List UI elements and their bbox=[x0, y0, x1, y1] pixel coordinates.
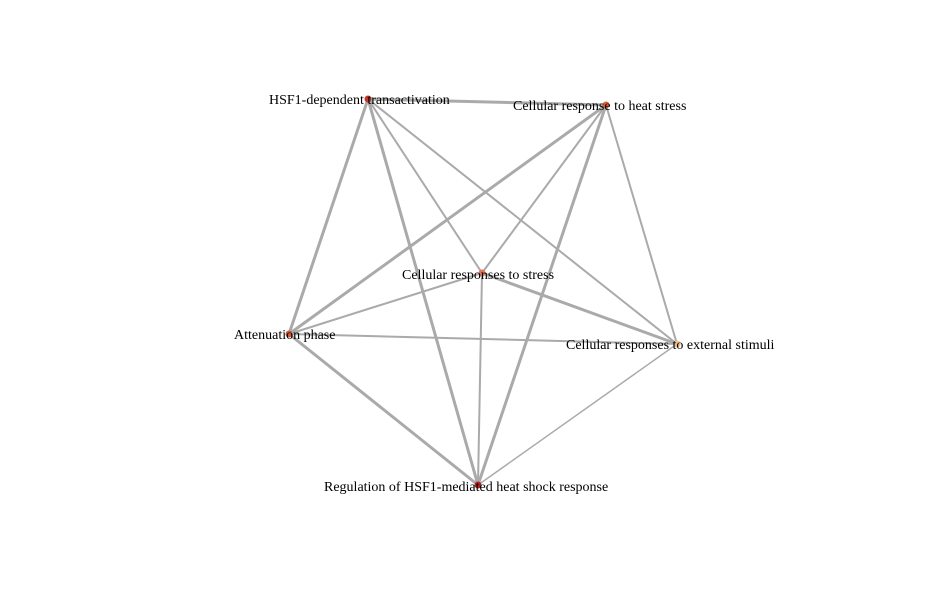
node-ext[interactable]: Cellular responses to external stimuli bbox=[566, 338, 775, 353]
node-dot-hsf1 bbox=[364, 95, 372, 103]
edge-heat-atten bbox=[287, 103, 608, 336]
node-dot-ext bbox=[673, 340, 681, 348]
node-label-stress: Cellular responses to stress bbox=[402, 268, 554, 283]
node-dot-heat bbox=[602, 101, 610, 109]
edge-atten-reg bbox=[287, 332, 480, 487]
node-dot-reg bbox=[474, 481, 482, 489]
edge-ext-reg bbox=[477, 343, 678, 486]
node-label-atten: Attenuation phase bbox=[234, 328, 335, 343]
edge-atten-ext bbox=[288, 333, 678, 345]
node-atten[interactable]: Attenuation phase bbox=[234, 328, 335, 343]
node-stress[interactable]: Cellular responses to stress bbox=[402, 268, 554, 283]
edge-hsf1-atten bbox=[287, 97, 370, 336]
node-label-ext: Cellular responses to external stimuli bbox=[566, 338, 775, 353]
edge-hsf1-stress bbox=[367, 98, 483, 274]
edge-hsf1-heat bbox=[366, 97, 608, 107]
edge-heat-stress bbox=[481, 104, 607, 274]
node-heat[interactable]: Cellular response to heat stress bbox=[513, 99, 686, 114]
edge-hsf1-ext bbox=[367, 98, 678, 345]
edges-layer bbox=[287, 97, 679, 487]
node-dot-atten bbox=[285, 330, 293, 338]
edge-stress-atten bbox=[288, 272, 483, 335]
edge-stress-reg bbox=[477, 272, 483, 486]
edge-stress-ext bbox=[480, 271, 679, 346]
node-dot-stress bbox=[478, 269, 486, 277]
node-reg[interactable]: Regulation of HSF1-mediated heat shock r… bbox=[324, 480, 608, 495]
node-label-hsf1: HSF1-dependent transactivation bbox=[269, 93, 450, 108]
node-label-heat: Cellular response to heat stress bbox=[513, 99, 686, 114]
edge-heat-ext bbox=[605, 104, 678, 345]
node-label-reg: Regulation of HSF1-mediated heat shock r… bbox=[324, 480, 608, 495]
node-hsf1[interactable]: HSF1-dependent transactivation bbox=[269, 93, 450, 108]
